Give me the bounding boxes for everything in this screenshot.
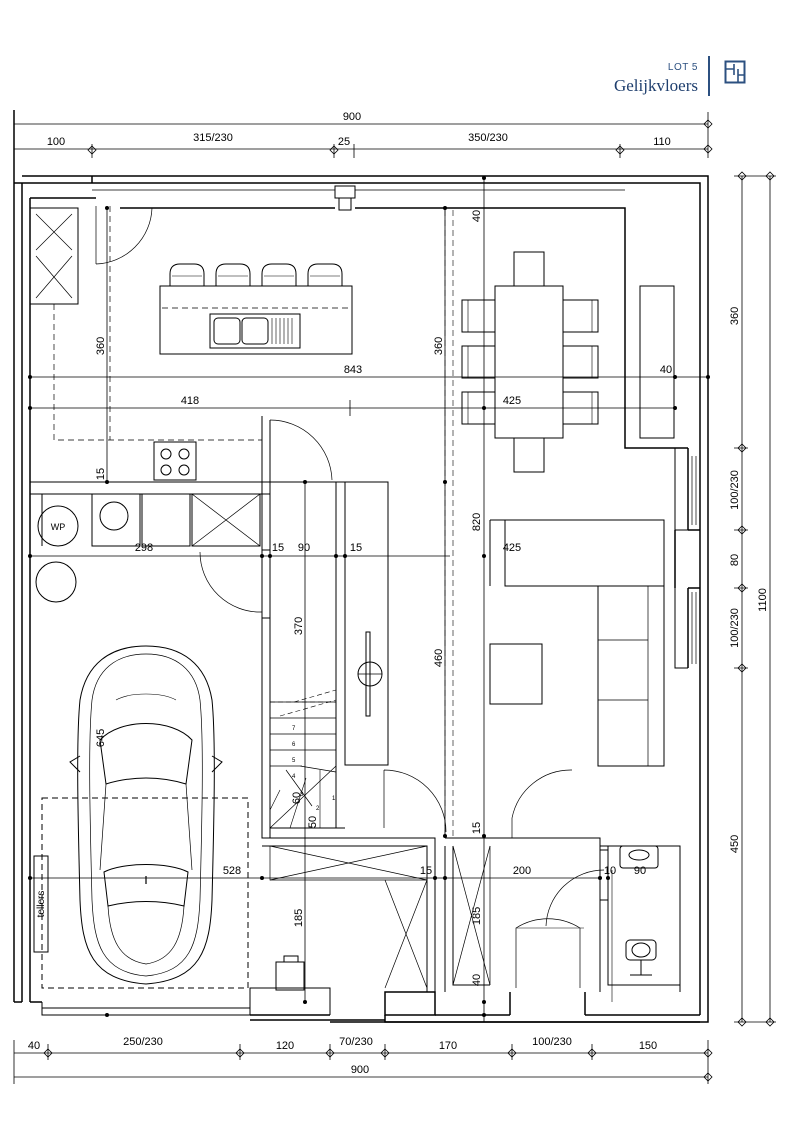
dim-370: 370	[293, 617, 305, 635]
meters-label: tellers	[36, 891, 47, 918]
stair-step-3: 3	[300, 792, 304, 798]
dim-425-lower: 425	[503, 542, 521, 554]
dim-right-4: 100/230	[729, 608, 741, 648]
dim-185-a: 185	[293, 909, 305, 927]
dimension-nodes	[28, 176, 710, 1017]
dim-50: 50	[307, 816, 319, 828]
dim-820: 820	[471, 513, 483, 531]
dim-right-5: 450	[729, 835, 741, 853]
dim-15-a: 15	[272, 542, 284, 554]
stair-step-5: 5	[292, 758, 296, 764]
dim-bottom-7: 150	[639, 1040, 657, 1052]
dim-top-3: 25	[338, 136, 350, 148]
dim-360-left: 360	[95, 337, 107, 355]
dim-bottom-3: 120	[276, 1040, 294, 1052]
dim-298: 298	[135, 542, 153, 554]
interior-walls	[30, 208, 681, 992]
dim-15-kitchen: 15	[95, 468, 107, 480]
stair-step-2: 2	[316, 806, 320, 812]
room-labels: WP tellers 7 6 5 4 3 2 1	[36, 522, 336, 917]
dim-418: 418	[181, 395, 199, 407]
floor-title: Gelijkvloers	[613, 76, 698, 95]
dim-top-total: 900	[343, 111, 361, 123]
dim-right-2: 100/230	[729, 470, 741, 510]
dim-top-4: 350/230	[468, 132, 508, 144]
dim-bottom-4: 70/230	[339, 1036, 373, 1048]
dimension-lines	[13, 112, 776, 1084]
dim-bottom-6: 100/230	[532, 1036, 572, 1048]
dim-right-1: 360	[729, 307, 741, 325]
lot-label: LOT 5	[667, 62, 698, 73]
dim-40-top: 40	[471, 210, 483, 222]
dim-645: 645	[95, 729, 107, 747]
dim-right-3: 80	[729, 554, 741, 566]
hall-stairs	[269, 419, 609, 988]
dim-90: 90	[298, 542, 310, 554]
dim-528: 528	[223, 865, 241, 877]
interior-dimension-labels: 360 360 40 843 40 418 425 15 820 298 15 …	[95, 210, 672, 986]
stair-step-6: 6	[292, 742, 296, 748]
dim-460: 460	[433, 649, 445, 667]
dim-top-2: 315/230	[193, 132, 233, 144]
dim-425-upper: 425	[503, 395, 521, 407]
dining-living	[461, 251, 675, 767]
dim-40-right: 40	[660, 364, 672, 376]
dim-185-b: 185	[471, 907, 483, 925]
dim-843: 843	[344, 364, 362, 376]
dim-bottom-5: 170	[439, 1040, 457, 1052]
exterior-walls	[13, 110, 709, 1023]
dim-top-1: 100	[47, 136, 65, 148]
dim-top-5: 110	[653, 136, 671, 148]
dim-bottom-2: 250/230	[123, 1036, 163, 1048]
dimension-ticks	[43, 119, 775, 1082]
stair-step-7: 7	[292, 726, 296, 732]
utility-room	[29, 493, 270, 619]
dim-200: 200	[513, 865, 531, 877]
sheet-header: LOT 5 Gelijkvloers	[0, 52, 800, 112]
dim-bottom-1: 40	[28, 1040, 40, 1052]
car-outline	[69, 645, 223, 985]
dim-15-b: 15	[350, 542, 362, 554]
storage-rooms	[269, 845, 491, 989]
stair-step-4: 4	[292, 774, 296, 780]
dim-60: 60	[291, 792, 303, 804]
dim-right-total: 1100	[757, 588, 769, 612]
dimension-labels: 900 100 315/230 25 350/230 110 40 250/23…	[28, 111, 769, 1076]
dim-10: 10	[604, 865, 616, 877]
dim-360-center: 360	[433, 337, 445, 355]
header-divider	[708, 56, 710, 96]
dim-bottom-total: 900	[351, 1064, 369, 1076]
stair-step-1: 1	[332, 796, 336, 802]
dim-90-wc: 90	[634, 865, 646, 877]
dim-40-bottom: 40	[471, 974, 483, 986]
heat-pump-label: WP	[51, 522, 66, 532]
dim-15-d: 15	[471, 822, 483, 834]
kitchen	[29, 206, 353, 481]
dim-15-c: 15	[420, 865, 432, 877]
floorplan-icon	[724, 60, 746, 84]
